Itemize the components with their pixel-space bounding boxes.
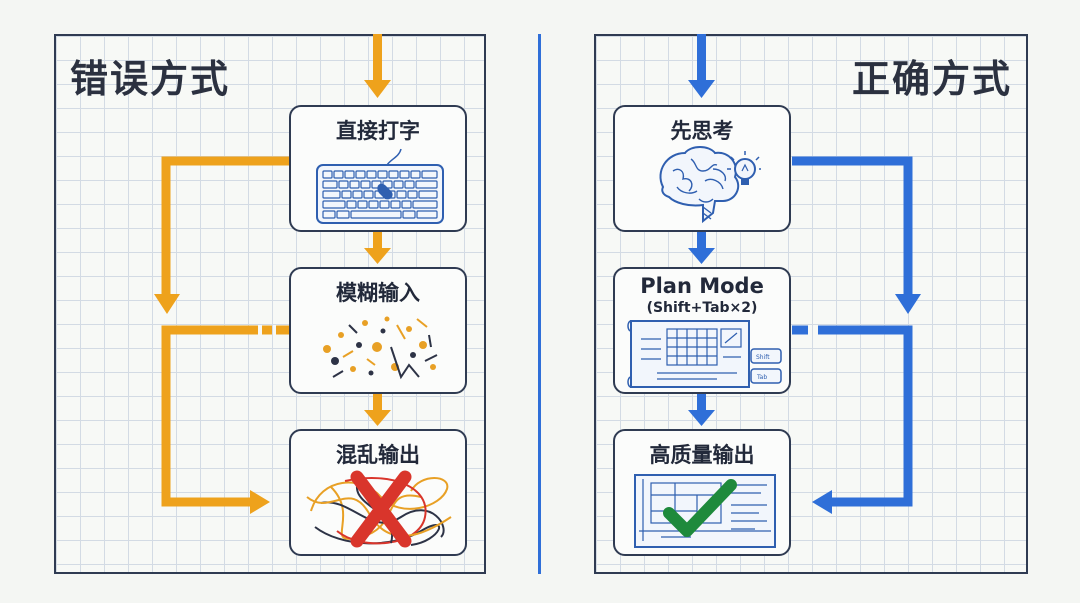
scattered-dots-icon <box>323 316 438 380</box>
step-plan-mode: Plan Mode (Shift+Tab×2) Shift Tab <box>613 267 791 394</box>
step-messy-output: 混乱输出 <box>289 429 467 556</box>
step-vague-input: 模糊输入 <box>289 267 467 394</box>
brain-lightbulb-icon <box>659 146 761 224</box>
step-title: Plan Mode <box>640 274 764 298</box>
step-title: 混乱输出 <box>336 443 420 467</box>
step-title: 直接打字 <box>336 119 420 143</box>
step-title: 模糊输入 <box>336 281 420 305</box>
step-shortcut: (Shift+Tab×2) <box>646 300 758 316</box>
checkmark-document-icon <box>634 474 776 548</box>
blueprint-icon: Shift Tab <box>627 320 782 388</box>
keyboard-icon <box>316 148 444 224</box>
tab-key-label: Tab <box>756 374 767 381</box>
step-think-first: 先思考 <box>613 105 791 232</box>
tangled-x-icon <box>306 470 452 548</box>
step-type-directly: 直接打字 <box>289 105 467 232</box>
shift-key-label: Shift <box>756 354 770 361</box>
step-title: 先思考 <box>670 119 734 143</box>
step-title: 高质量输出 <box>649 443 755 467</box>
center-divider <box>538 34 541 574</box>
wrong-way-heading: 错误方式 <box>70 57 231 101</box>
step-high-quality-output: 高质量输出 <box>613 429 791 556</box>
right-way-heading: 正确方式 <box>852 57 1013 101</box>
